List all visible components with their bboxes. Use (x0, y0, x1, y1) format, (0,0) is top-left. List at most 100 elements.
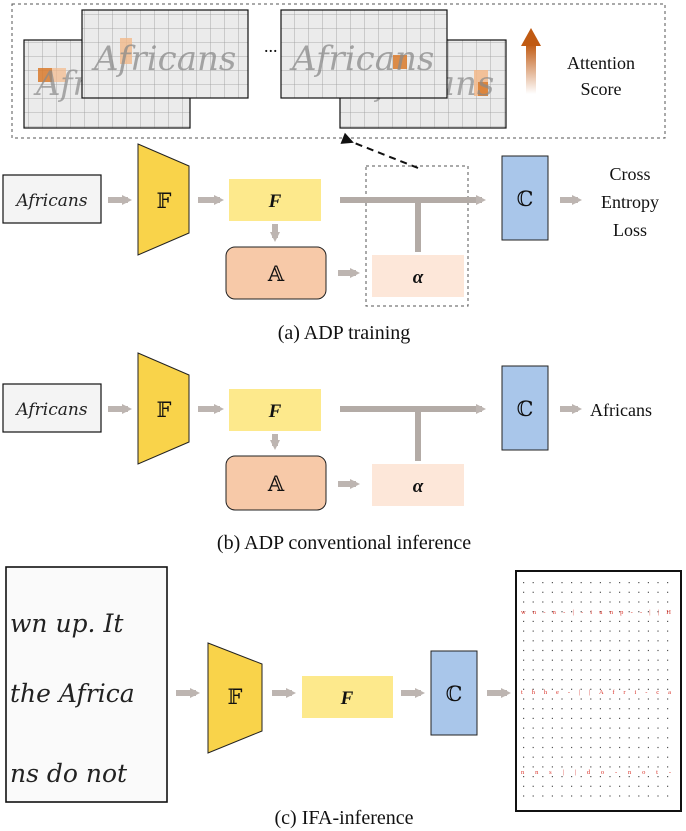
svg-text:F: F (268, 191, 282, 212)
blank-dot (647, 717, 649, 719)
ellipsis-text: ... (264, 36, 278, 56)
blank-dot (571, 795, 573, 797)
blank-dot (647, 640, 649, 642)
blank-dot (638, 727, 640, 729)
blank-dot (590, 669, 592, 671)
blank-dot (561, 601, 563, 603)
blank-dot (551, 591, 553, 593)
blank-dot (542, 591, 544, 593)
blank-dot (571, 756, 573, 758)
blank-dot (619, 649, 621, 652)
blank-dot (638, 669, 640, 671)
blank-dot (647, 659, 649, 661)
blank-dot (571, 591, 573, 593)
feature-block-a: F (229, 179, 321, 221)
blank-dot (590, 611, 592, 613)
blank-dot (561, 620, 563, 622)
blank-dot (523, 737, 525, 739)
blank-dot (590, 620, 592, 622)
blank-dot (580, 727, 582, 729)
blank-dot (647, 737, 649, 739)
output-row-3: n n s | | d o - n o t - (521, 769, 671, 776)
blank-dot (571, 746, 573, 749)
blank-dot (599, 601, 601, 603)
blank-dot (561, 611, 563, 613)
blank-dot (542, 727, 544, 729)
blank-dot (580, 795, 582, 797)
blank-dot (542, 601, 544, 603)
blank-dot (647, 601, 649, 603)
caption-b: (b) ADP conventional inference (217, 532, 471, 554)
blank-dot (657, 708, 659, 710)
blank-dot (580, 698, 582, 700)
blank-dot (532, 766, 534, 768)
blank-dot (609, 756, 611, 758)
blank-dot (619, 766, 621, 768)
blank-dot (628, 601, 630, 603)
blank-dot (638, 756, 640, 758)
blank-dot (619, 669, 621, 671)
blank-dot (580, 591, 582, 593)
blank-dot (657, 756, 659, 758)
blank-dot (647, 708, 649, 710)
blank-dot (580, 746, 582, 749)
blank-dot (561, 640, 563, 642)
blank-dot (532, 659, 534, 661)
blank-dot (590, 659, 592, 661)
blank-dot (590, 582, 592, 584)
blank-dot (542, 582, 544, 584)
blank-dot (542, 659, 544, 661)
blank-dot (667, 746, 669, 749)
blank-dot (619, 688, 621, 690)
blank-dot (638, 601, 640, 603)
blank-dot (667, 630, 669, 632)
up-arrow-icon (521, 28, 541, 46)
blank-dot (638, 698, 640, 700)
map-word-sample: Africans (289, 39, 434, 79)
blank-dot (561, 776, 563, 778)
blank-dot (523, 756, 525, 758)
blank-dot (609, 688, 611, 690)
blank-dot (532, 717, 534, 719)
blank-dot (561, 785, 563, 787)
blank-dot (628, 582, 630, 584)
svg-text:Africans: Africans (14, 191, 87, 211)
blank-dot (619, 591, 621, 593)
blank-dot (657, 776, 659, 778)
blank-dot (628, 727, 630, 729)
blank-dot (657, 669, 659, 671)
blank-dot (647, 698, 649, 700)
blank-dot (599, 669, 601, 671)
blank-dot (599, 737, 601, 739)
alpha-block-b: α (372, 464, 464, 506)
blank-dot (590, 591, 592, 593)
blank-dot (523, 630, 525, 632)
blank-dot (638, 776, 640, 778)
blank-dot (523, 717, 525, 719)
blank-dot (599, 582, 601, 584)
blank-dot (647, 669, 649, 671)
blank-dot (647, 679, 649, 681)
blank-dot (561, 591, 563, 593)
blank-dot (542, 630, 544, 632)
blank-dot (551, 785, 553, 787)
blank-dot (619, 611, 621, 613)
blank-dot (609, 659, 611, 661)
blank-dot (609, 766, 611, 768)
blank-dot (628, 688, 630, 690)
blank-dot (571, 698, 573, 700)
blank-dot (599, 659, 601, 661)
blank-dot (571, 640, 573, 642)
blank-dot (561, 698, 563, 700)
blank-dot (580, 601, 582, 603)
section-b-inference: Africans 𝔽 F 𝔸 α ℂ Africans (b) ADP (2, 352, 652, 554)
blank-dot (667, 688, 669, 690)
blank-dot (628, 620, 630, 622)
blank-dot (619, 620, 621, 622)
blank-dot (532, 630, 534, 632)
blank-dot (542, 620, 544, 622)
blank-dot (561, 717, 563, 719)
blank-dot (551, 776, 553, 778)
blank-dot (580, 766, 582, 768)
classifier-block-a: ℂ (501, 155, 549, 241)
